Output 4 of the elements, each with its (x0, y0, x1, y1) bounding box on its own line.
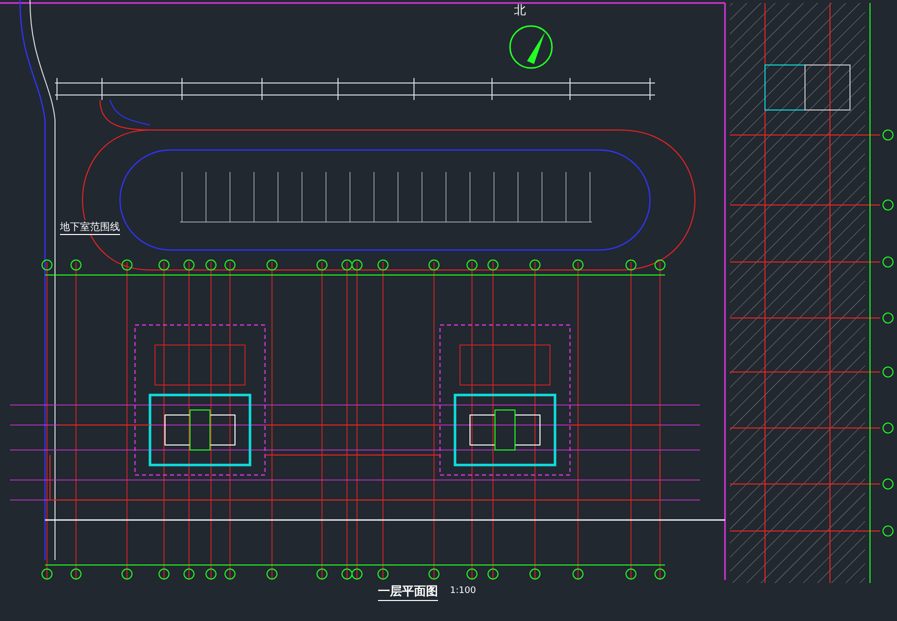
north-label: 北 (514, 2, 526, 19)
drawing-title: 一层平面图 (378, 583, 438, 601)
boundary-label: 地下室范围线 (60, 220, 120, 235)
scale-label: 1:100 (450, 586, 476, 596)
